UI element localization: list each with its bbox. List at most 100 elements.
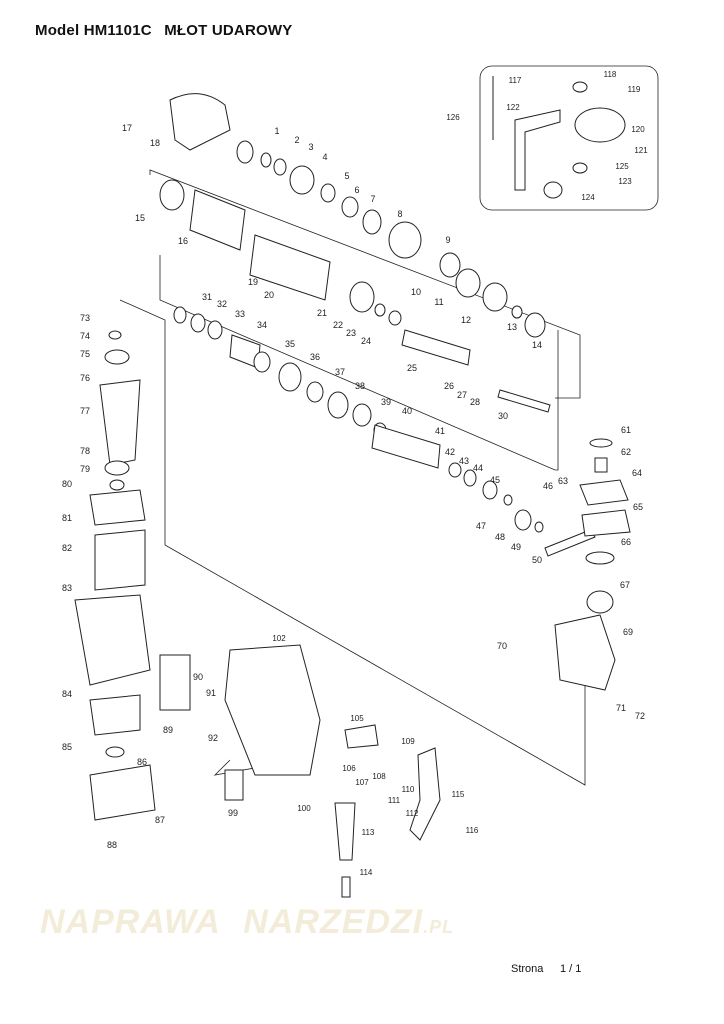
part-label-39: 39 (381, 397, 391, 407)
part-label-107: 107 (355, 778, 369, 787)
part-label-105: 105 (350, 714, 364, 723)
watermark-line2-text: NARZEDZI (243, 903, 424, 941)
part-label-122: 122 (506, 103, 520, 112)
part-label-118: 118 (604, 70, 617, 79)
part-label-30: 30 (498, 411, 508, 421)
part-label-26: 26 (444, 381, 454, 391)
part-label-62: 62 (621, 447, 631, 457)
part-label-113: 113 (362, 828, 375, 837)
part-label-63: 63 (558, 476, 568, 486)
part-label-19: 19 (248, 277, 258, 287)
part-label-88: 88 (107, 840, 117, 850)
part-label-76: 76 (80, 373, 90, 383)
part-label-65: 65 (633, 502, 643, 512)
part-label-41: 41 (435, 426, 445, 436)
part-label-31: 31 (202, 292, 212, 302)
part-label-47: 47 (476, 521, 486, 531)
watermark-logo: NAPRAWA NARZEDZI.PL (40, 902, 466, 947)
part-label-9: 9 (445, 235, 450, 245)
part-label-109: 109 (401, 737, 415, 746)
part-label-20: 20 (264, 290, 274, 300)
part-label-64: 64 (632, 468, 642, 478)
part-label-100: 100 (297, 804, 311, 813)
part-label-5: 5 (344, 171, 349, 181)
part-label-86: 86 (137, 757, 147, 767)
part-label-8: 8 (397, 209, 402, 219)
part-label-25: 25 (407, 363, 417, 373)
part-102-housing-shape (224, 644, 321, 776)
part-label-108: 108 (372, 772, 386, 781)
part-label-73: 73 (80, 313, 90, 323)
part-label-18: 18 (150, 138, 160, 148)
part-label-13: 13 (507, 322, 517, 332)
part-label-120: 120 (631, 125, 645, 134)
part-label-66: 66 (621, 537, 631, 547)
part-label-34: 34 (257, 320, 267, 330)
model-label: Model HM1101C (35, 22, 152, 39)
part-label-99: 99 (228, 808, 238, 818)
part-label-124: 124 (581, 193, 595, 202)
part-label-45: 45 (490, 475, 500, 485)
part-label-16: 16 (178, 236, 188, 246)
part-label-38: 38 (355, 381, 365, 391)
part-label-106: 106 (342, 764, 356, 773)
part-label-87: 87 (155, 815, 165, 825)
part-label-91: 91 (206, 688, 216, 698)
part-label-14: 14 (532, 340, 542, 350)
part-label-37: 37 (335, 367, 345, 377)
part-label-78: 78 (80, 446, 90, 456)
part-label-84: 84 (62, 689, 72, 699)
part-label-92: 92 (208, 733, 218, 743)
part-label-121: 121 (634, 146, 648, 155)
part-label-36: 36 (310, 352, 320, 362)
part-label-35: 35 (285, 339, 295, 349)
part-number-labels: 1234567891011121314151617181920212223242… (62, 70, 648, 877)
part-label-126: 126 (446, 113, 460, 122)
part-label-32: 32 (217, 299, 227, 309)
part-label-112: 112 (406, 809, 419, 818)
part-label-111: 111 (388, 796, 401, 805)
part-label-79: 79 (80, 464, 90, 474)
watermark-line1: NAPRAWA (40, 903, 221, 941)
part-label-90: 90 (193, 672, 203, 682)
part-label-116: 116 (466, 826, 479, 835)
part-label-4: 4 (322, 152, 327, 162)
part-18-shape (169, 93, 231, 151)
part-label-6: 6 (354, 185, 359, 195)
part-label-70: 70 (497, 641, 507, 651)
part-label-27: 27 (457, 390, 467, 400)
part-label-69: 69 (623, 627, 633, 637)
part-label-82: 82 (62, 543, 72, 553)
part-label-89: 89 (163, 725, 173, 735)
part-label-42: 42 (445, 447, 455, 457)
part-label-67: 67 (620, 580, 630, 590)
page-title: Model HM1101C MŁOT UDAROWY (35, 22, 300, 39)
part-label-21: 21 (317, 308, 327, 318)
part-label-44: 44 (473, 463, 483, 473)
part-label-1: 1 (274, 126, 279, 136)
part-label-48: 48 (495, 532, 505, 542)
part-label-43: 43 (459, 456, 469, 466)
part-shapes (74, 76, 631, 898)
part-label-50: 50 (532, 555, 542, 565)
part-label-61: 61 (621, 425, 631, 435)
part-label-117: 117 (509, 76, 522, 85)
part-label-49: 49 (511, 542, 521, 552)
watermark-suffix: .PL (423, 917, 455, 937)
part-label-15: 15 (135, 213, 145, 223)
part-label-71: 71 (616, 703, 626, 713)
part-label-28: 28 (470, 397, 480, 407)
part-label-80: 80 (62, 479, 72, 489)
part-label-77: 77 (80, 406, 90, 416)
part-label-83: 83 (62, 583, 72, 593)
page-label: Strona (511, 963, 544, 975)
part-label-102: 102 (272, 634, 286, 643)
part-label-24: 24 (361, 336, 371, 346)
guide-frame-middle (159, 255, 559, 471)
part-label-81: 81 (62, 513, 72, 523)
part-label-46: 46 (543, 481, 553, 491)
guide-frame-upper (149, 169, 581, 399)
part-label-12: 12 (461, 315, 471, 325)
part-label-85: 85 (62, 742, 72, 752)
